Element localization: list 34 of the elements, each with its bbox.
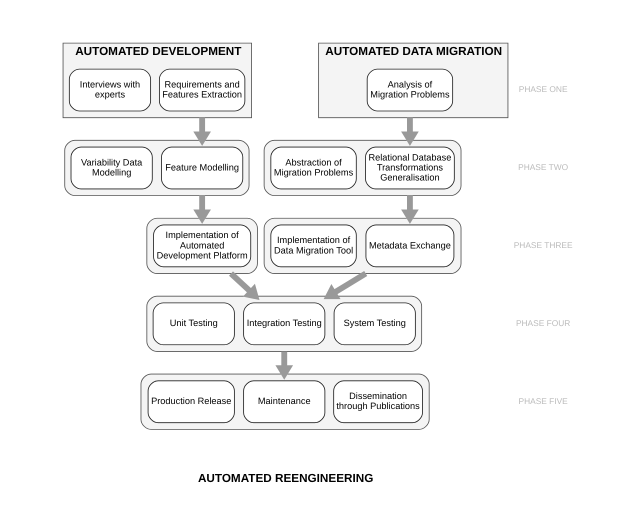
- node-box: Metadata Exchange: [366, 224, 454, 268]
- arrow: [275, 351, 294, 380]
- label: PHASE ONE: [518, 84, 568, 94]
- arrow: [324, 271, 368, 300]
- node-box: Feature Modelling: [161, 146, 244, 190]
- label: PHASE FIVE: [518, 396, 568, 406]
- node-box: Interviews with experts: [68, 68, 152, 112]
- label: PHASE FOUR: [516, 318, 570, 328]
- cluster: [264, 140, 462, 196]
- node-box: Relational Database Transformations Generalisation: [365, 146, 455, 190]
- node-box: Maintenance: [243, 380, 326, 424]
- node-box: Dissemination through Publications: [333, 380, 423, 424]
- node-box: Implementation of Automated Development Platform: [153, 224, 252, 268]
- cluster: [64, 140, 250, 196]
- label: PHASE THREE: [514, 240, 573, 250]
- node-box: Production Release: [148, 380, 235, 424]
- cluster: [146, 296, 422, 352]
- node-box: System Testing: [334, 302, 416, 346]
- node-box: Implementation of Data Migration Tool: [270, 224, 357, 268]
- arrow: [401, 196, 419, 224]
- arrow: [401, 118, 419, 146]
- cluster: [140, 374, 430, 430]
- node-box: Variability Data Modelling: [70, 146, 153, 190]
- cluster: [146, 218, 258, 274]
- node-box: Requirements and Features Extraction: [158, 68, 246, 112]
- label: AUTOMATED REENGINEERING: [198, 472, 374, 485]
- node-box: Unit Testing: [152, 302, 235, 346]
- arrow: [193, 118, 211, 146]
- node-box: Analysis of Migration Problems: [366, 68, 454, 112]
- label: PHASE TWO: [518, 162, 568, 172]
- node-box: Integration Testing: [243, 302, 326, 346]
- cluster: [264, 218, 462, 274]
- arrow: [193, 196, 211, 224]
- node-box: Abstraction of Migration Problems: [270, 146, 357, 190]
